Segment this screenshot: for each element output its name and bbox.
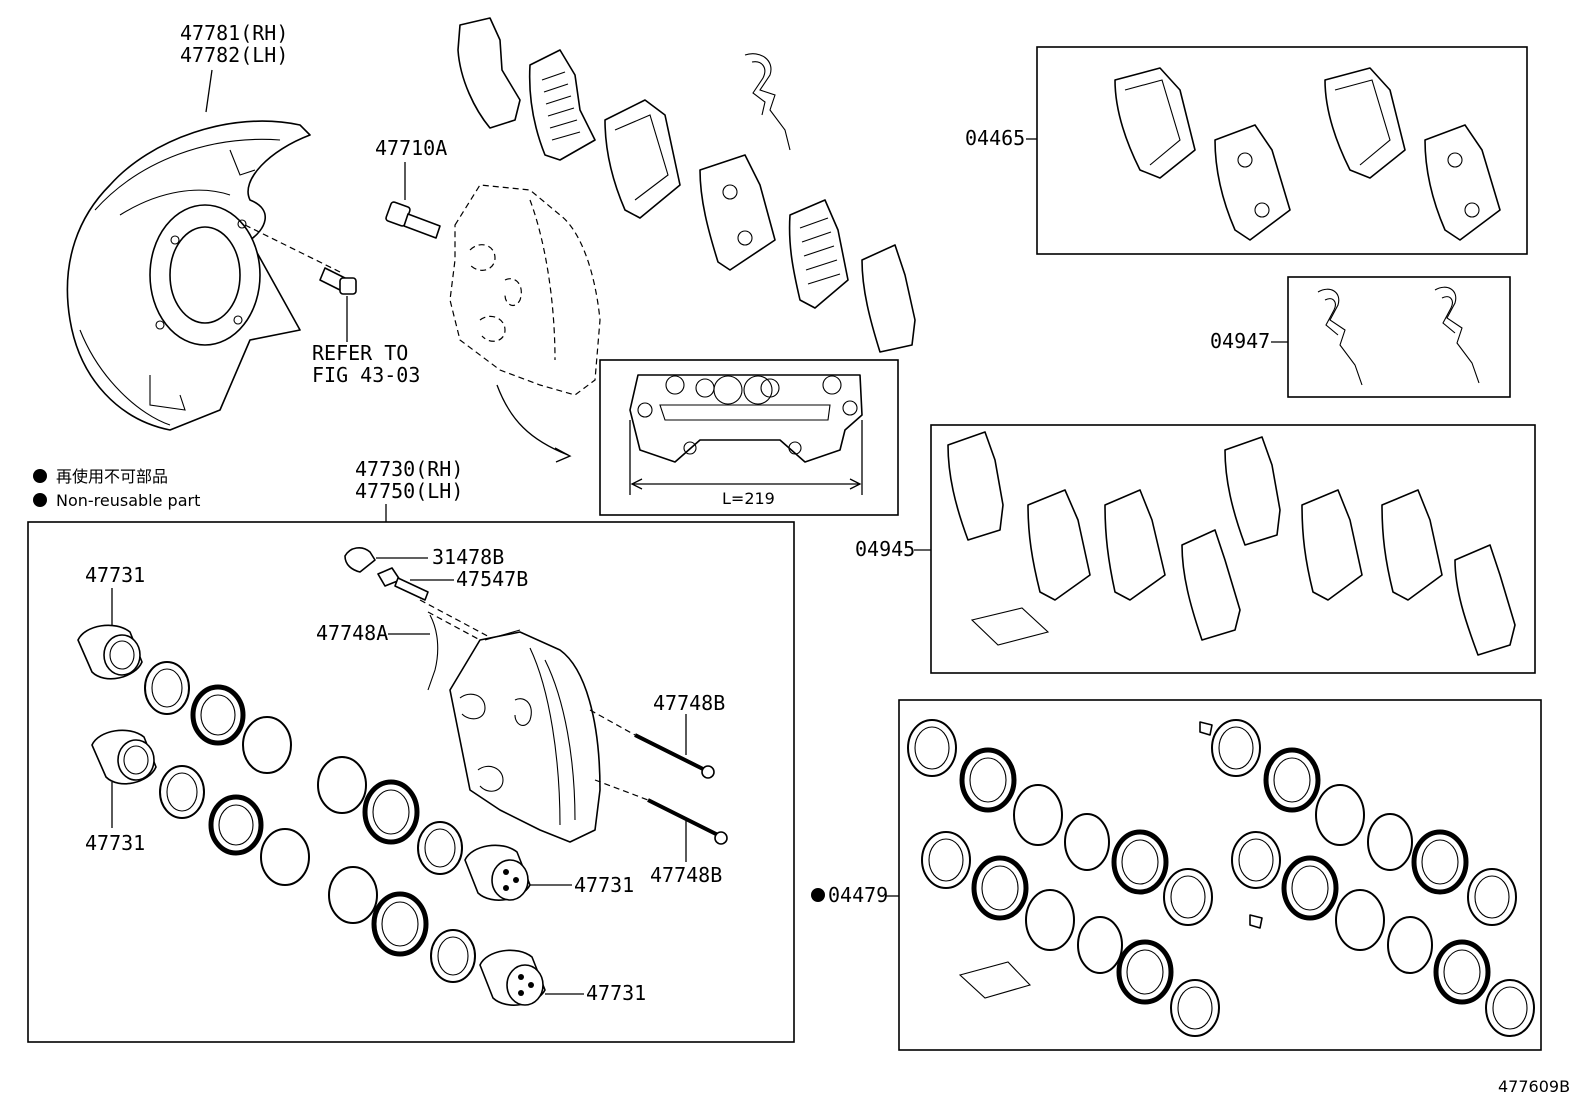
brake-pad-upper-part[interactable] — [604, 99, 681, 219]
diagram-id: 477609B — [1498, 1077, 1570, 1096]
dust-cover-part[interactable] — [66, 120, 311, 431]
bleeder-plug-label: 47547B — [456, 567, 528, 591]
spring-clip-part[interactable] — [427, 614, 439, 691]
pad-kit-box — [1036, 46, 1528, 255]
bleeder-cap-part[interactable] — [344, 547, 376, 573]
piston-2-part[interactable] — [91, 729, 157, 785]
piston-4-label: 47731 — [586, 981, 646, 1005]
legend-jp-text: 再使用不可部品 — [56, 467, 168, 486]
seal-kit-seals-part[interactable] — [907, 719, 1535, 1037]
caliper-lh-label: 47750(LH) — [355, 479, 463, 503]
pad-backing-plate-part[interactable] — [699, 154, 776, 271]
shim-kit-label: 04945 — [855, 537, 915, 561]
caliper-rh-label: 47730(RH) — [355, 457, 463, 481]
dust-cover-rh-label: 47781(RH) — [180, 21, 288, 45]
legend-bullet-jp-icon — [33, 469, 47, 483]
shim-kit-shims-part[interactable] — [947, 431, 1516, 656]
legend-bullet-en-icon — [33, 493, 47, 507]
pad-shim-outer-part[interactable] — [457, 17, 521, 129]
pad-kit-label: 04465 — [965, 126, 1025, 150]
non-reusable-marker-icon — [811, 888, 825, 902]
pad-shim-slotted-1-part[interactable] — [528, 49, 596, 161]
fitting-kit-box — [1287, 276, 1511, 398]
anti-rattle-spring-part[interactable] — [744, 53, 791, 151]
pad-shim-outer-2-part[interactable] — [861, 244, 916, 353]
caliper-front-view — [629, 374, 863, 463]
dust-cover-lh-label: 47782(LH) — [180, 43, 288, 67]
dimension-label: L=219 — [722, 489, 775, 508]
bleeder-cap-label: 31478B — [432, 545, 504, 569]
piston-1-part[interactable] — [77, 624, 143, 680]
piston-3-label: 47731 — [574, 873, 634, 897]
pad-kit-pads-part[interactable] — [1114, 67, 1501, 241]
legend-en-text: Non-reusable part — [56, 491, 200, 510]
piston-3-part[interactable] — [464, 844, 531, 901]
caliper-dimension-box — [599, 359, 899, 516]
caliper-seals-part[interactable] — [144, 661, 476, 983]
pin-lower-part[interactable] — [647, 798, 728, 845]
pin-upper-label: 47748B — [653, 691, 725, 715]
pin-upper-part[interactable] — [634, 733, 715, 779]
fitting-kit-springs-part[interactable] — [1317, 286, 1480, 386]
refer-to-label: REFER TO — [312, 341, 408, 365]
spring-clip-label: 47748A — [316, 621, 388, 645]
shim-kit-box — [930, 424, 1536, 674]
pad-shim-slotted-2-part[interactable] — [788, 199, 849, 309]
piston-1-label: 47731 — [85, 563, 145, 587]
piston-4-part[interactable] — [479, 949, 546, 1006]
caliper-body-part[interactable] — [449, 629, 601, 843]
piston-2-label: 47731 — [85, 831, 145, 855]
seal-kit-box — [898, 699, 1542, 1051]
dust-cover-bolt-part[interactable] — [319, 267, 357, 295]
caliper-outline-part — [449, 184, 601, 396]
caliper-bolt-part[interactable] — [385, 201, 441, 239]
bleeder-plug-part[interactable] — [377, 567, 429, 601]
caliper-bolt-label: 47710A — [375, 136, 447, 160]
pin-lower-label: 47748B — [650, 863, 722, 887]
refer-fig-label: FIG 43-03 — [312, 363, 420, 387]
seal-kit-label: 04479 — [828, 883, 888, 907]
fitting-kit-label: 04947 — [1210, 329, 1270, 353]
caliper-assembly-box — [27, 521, 795, 1043]
